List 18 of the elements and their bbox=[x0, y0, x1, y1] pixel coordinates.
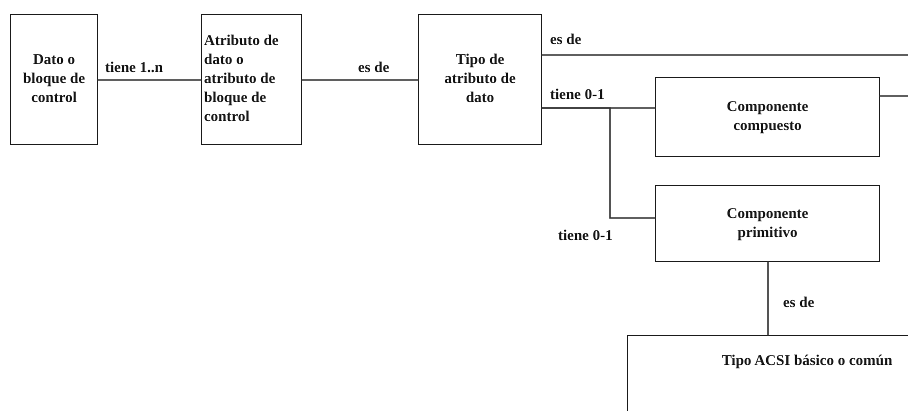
entity-label: Componente primitivo bbox=[726, 204, 810, 242]
connector-line bbox=[98, 79, 201, 81]
connector-line bbox=[767, 262, 769, 335]
entity-box bbox=[655, 77, 880, 157]
entity-box bbox=[655, 185, 880, 262]
connector-line bbox=[542, 54, 908, 56]
entity-label: Dato o bloque de control bbox=[22, 51, 86, 108]
entity-label: Tipo de atributo de dato bbox=[443, 51, 517, 108]
entity-box bbox=[627, 335, 908, 411]
entity-label: Atributo de dato o atributo de bloque de control bbox=[204, 32, 280, 127]
entity-label: Componente compuesto bbox=[726, 98, 810, 136]
entity-label: Tipo ACSI básico o común bbox=[722, 352, 892, 371]
connector-line bbox=[542, 107, 655, 219]
entity-box bbox=[418, 14, 542, 145]
entity-box bbox=[10, 14, 98, 145]
connector-line bbox=[880, 95, 908, 97]
connector-line bbox=[302, 79, 418, 81]
entity-box bbox=[201, 14, 302, 145]
